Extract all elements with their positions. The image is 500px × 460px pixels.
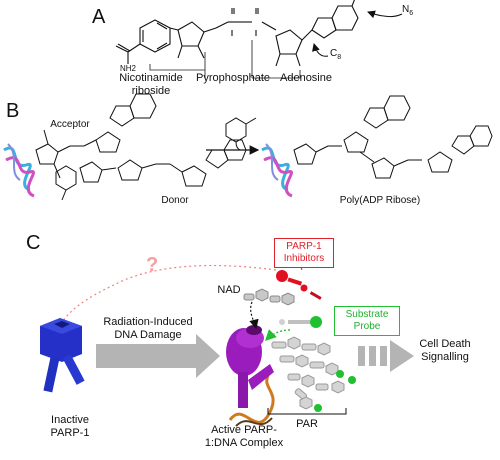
panel-b-letter: B bbox=[6, 100, 20, 122]
poly-adp-ribose-chain bbox=[293, 95, 493, 179]
c8-arrow bbox=[312, 43, 329, 57]
inhibition-feedback-arc bbox=[56, 264, 277, 332]
label-radiation-dna-damage: Radiation-Induced DNA Damage bbox=[103, 316, 193, 341]
label-parp1-inhibitors: PARP-1 Inhibitors bbox=[274, 238, 334, 268]
damage-arrow bbox=[96, 334, 220, 378]
label-par: PAR bbox=[296, 418, 318, 430]
substrate-probe-molecule bbox=[279, 316, 322, 328]
label-cell-death-signalling: Cell Death Signalling bbox=[419, 338, 471, 363]
adenine-pyrimidine bbox=[331, 5, 359, 31]
inhibitor-molecule bbox=[276, 270, 322, 300]
label-substrate-probe: Substrate Probe bbox=[334, 306, 400, 336]
label-poly-adp-ribose: Poly(ADP Ribose) bbox=[339, 195, 421, 206]
label-donor: Donor bbox=[161, 195, 189, 206]
nicotinamide-ring bbox=[139, 19, 171, 53]
par-bracket bbox=[267, 408, 347, 415]
ribose-2 bbox=[275, 29, 303, 55]
dna-helix-left bbox=[3, 143, 35, 198]
nad-molecule bbox=[243, 288, 295, 306]
label-pyrophosphate: Pyrophosphate bbox=[196, 72, 270, 84]
panel-a-letter: A bbox=[92, 6, 106, 28]
signalling-arrow bbox=[358, 340, 414, 372]
atom-nh2: NH2 bbox=[120, 64, 137, 73]
acceptor-chain bbox=[35, 93, 157, 179]
ribose-1 bbox=[177, 21, 205, 47]
label-nicotinamide-riboside: Nicotinamide riboside bbox=[119, 72, 183, 97]
probe-binding-arrow bbox=[265, 329, 291, 341]
panel-c-letter: C bbox=[26, 232, 41, 254]
question-mark: ? bbox=[146, 254, 159, 276]
label-n6: N6 bbox=[402, 4, 414, 17]
par-probe-labels bbox=[314, 370, 356, 412]
n6-arrow bbox=[367, 10, 403, 19]
dna-helix-right bbox=[261, 143, 293, 198]
label-active-parp1-dna-complex: Active PARP-1:DNA Complex bbox=[204, 424, 284, 449]
par-chains bbox=[271, 336, 345, 410]
active-parp1-complex bbox=[226, 325, 275, 427]
donor-chain bbox=[55, 139, 247, 201]
label-inactive-parp1: Inactive PARP-1 bbox=[50, 414, 90, 439]
label-nad: NAD bbox=[217, 284, 241, 296]
label-c8: C8 bbox=[330, 48, 342, 61]
inactive-parp1-shape bbox=[40, 318, 85, 393]
adenine-imidazole bbox=[311, 17, 337, 39]
nad-structure bbox=[115, 0, 359, 79]
label-adenosine: Adenosine bbox=[280, 72, 332, 84]
nicotinamide-released bbox=[225, 117, 257, 143]
nad-binding-arrow bbox=[249, 301, 259, 330]
label-acceptor: Acceptor bbox=[50, 119, 90, 130]
